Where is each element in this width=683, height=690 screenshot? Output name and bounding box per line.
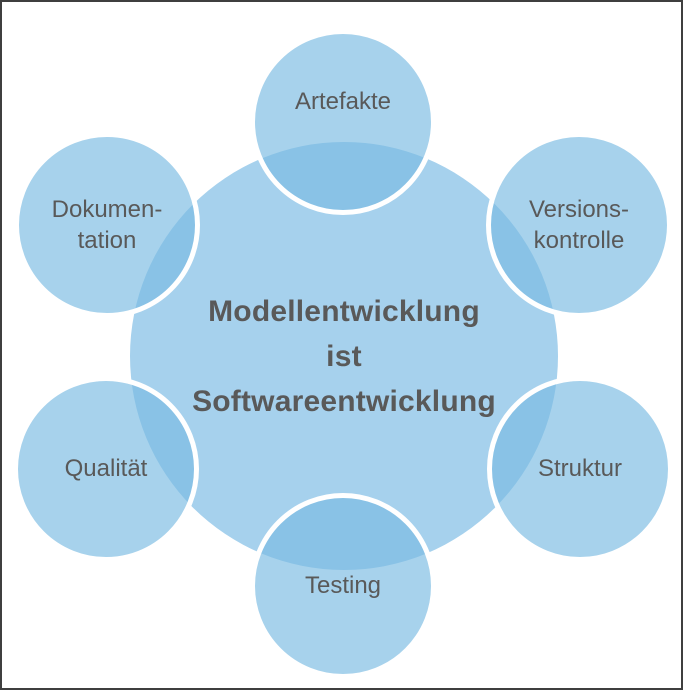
satellite-testing: Testing bbox=[250, 493, 436, 679]
satellite-testing-label: Testing bbox=[304, 572, 382, 600]
satellite-struktur-label: Struktur bbox=[537, 455, 623, 483]
satellite-artefakte: Artefakte bbox=[250, 29, 436, 215]
satellite-struktur: Struktur bbox=[487, 376, 673, 562]
center-circle-label: Modellentwicklung ist Softwareentwicklun… bbox=[192, 294, 496, 418]
satellite-qualitaet: Qualität bbox=[13, 376, 199, 562]
satellite-dokumentation-label: Dokumen- tation bbox=[51, 195, 163, 254]
satellite-versionskontrolle-label: Versions- kontrolle bbox=[528, 195, 630, 254]
satellite-versionskontrolle: Versions- kontrolle bbox=[486, 132, 672, 318]
satellite-qualitaet-label: Qualität bbox=[64, 455, 148, 483]
satellite-artefakte-label: Artefakte bbox=[294, 88, 392, 116]
satellite-dokumentation: Dokumen- tation bbox=[14, 132, 200, 318]
